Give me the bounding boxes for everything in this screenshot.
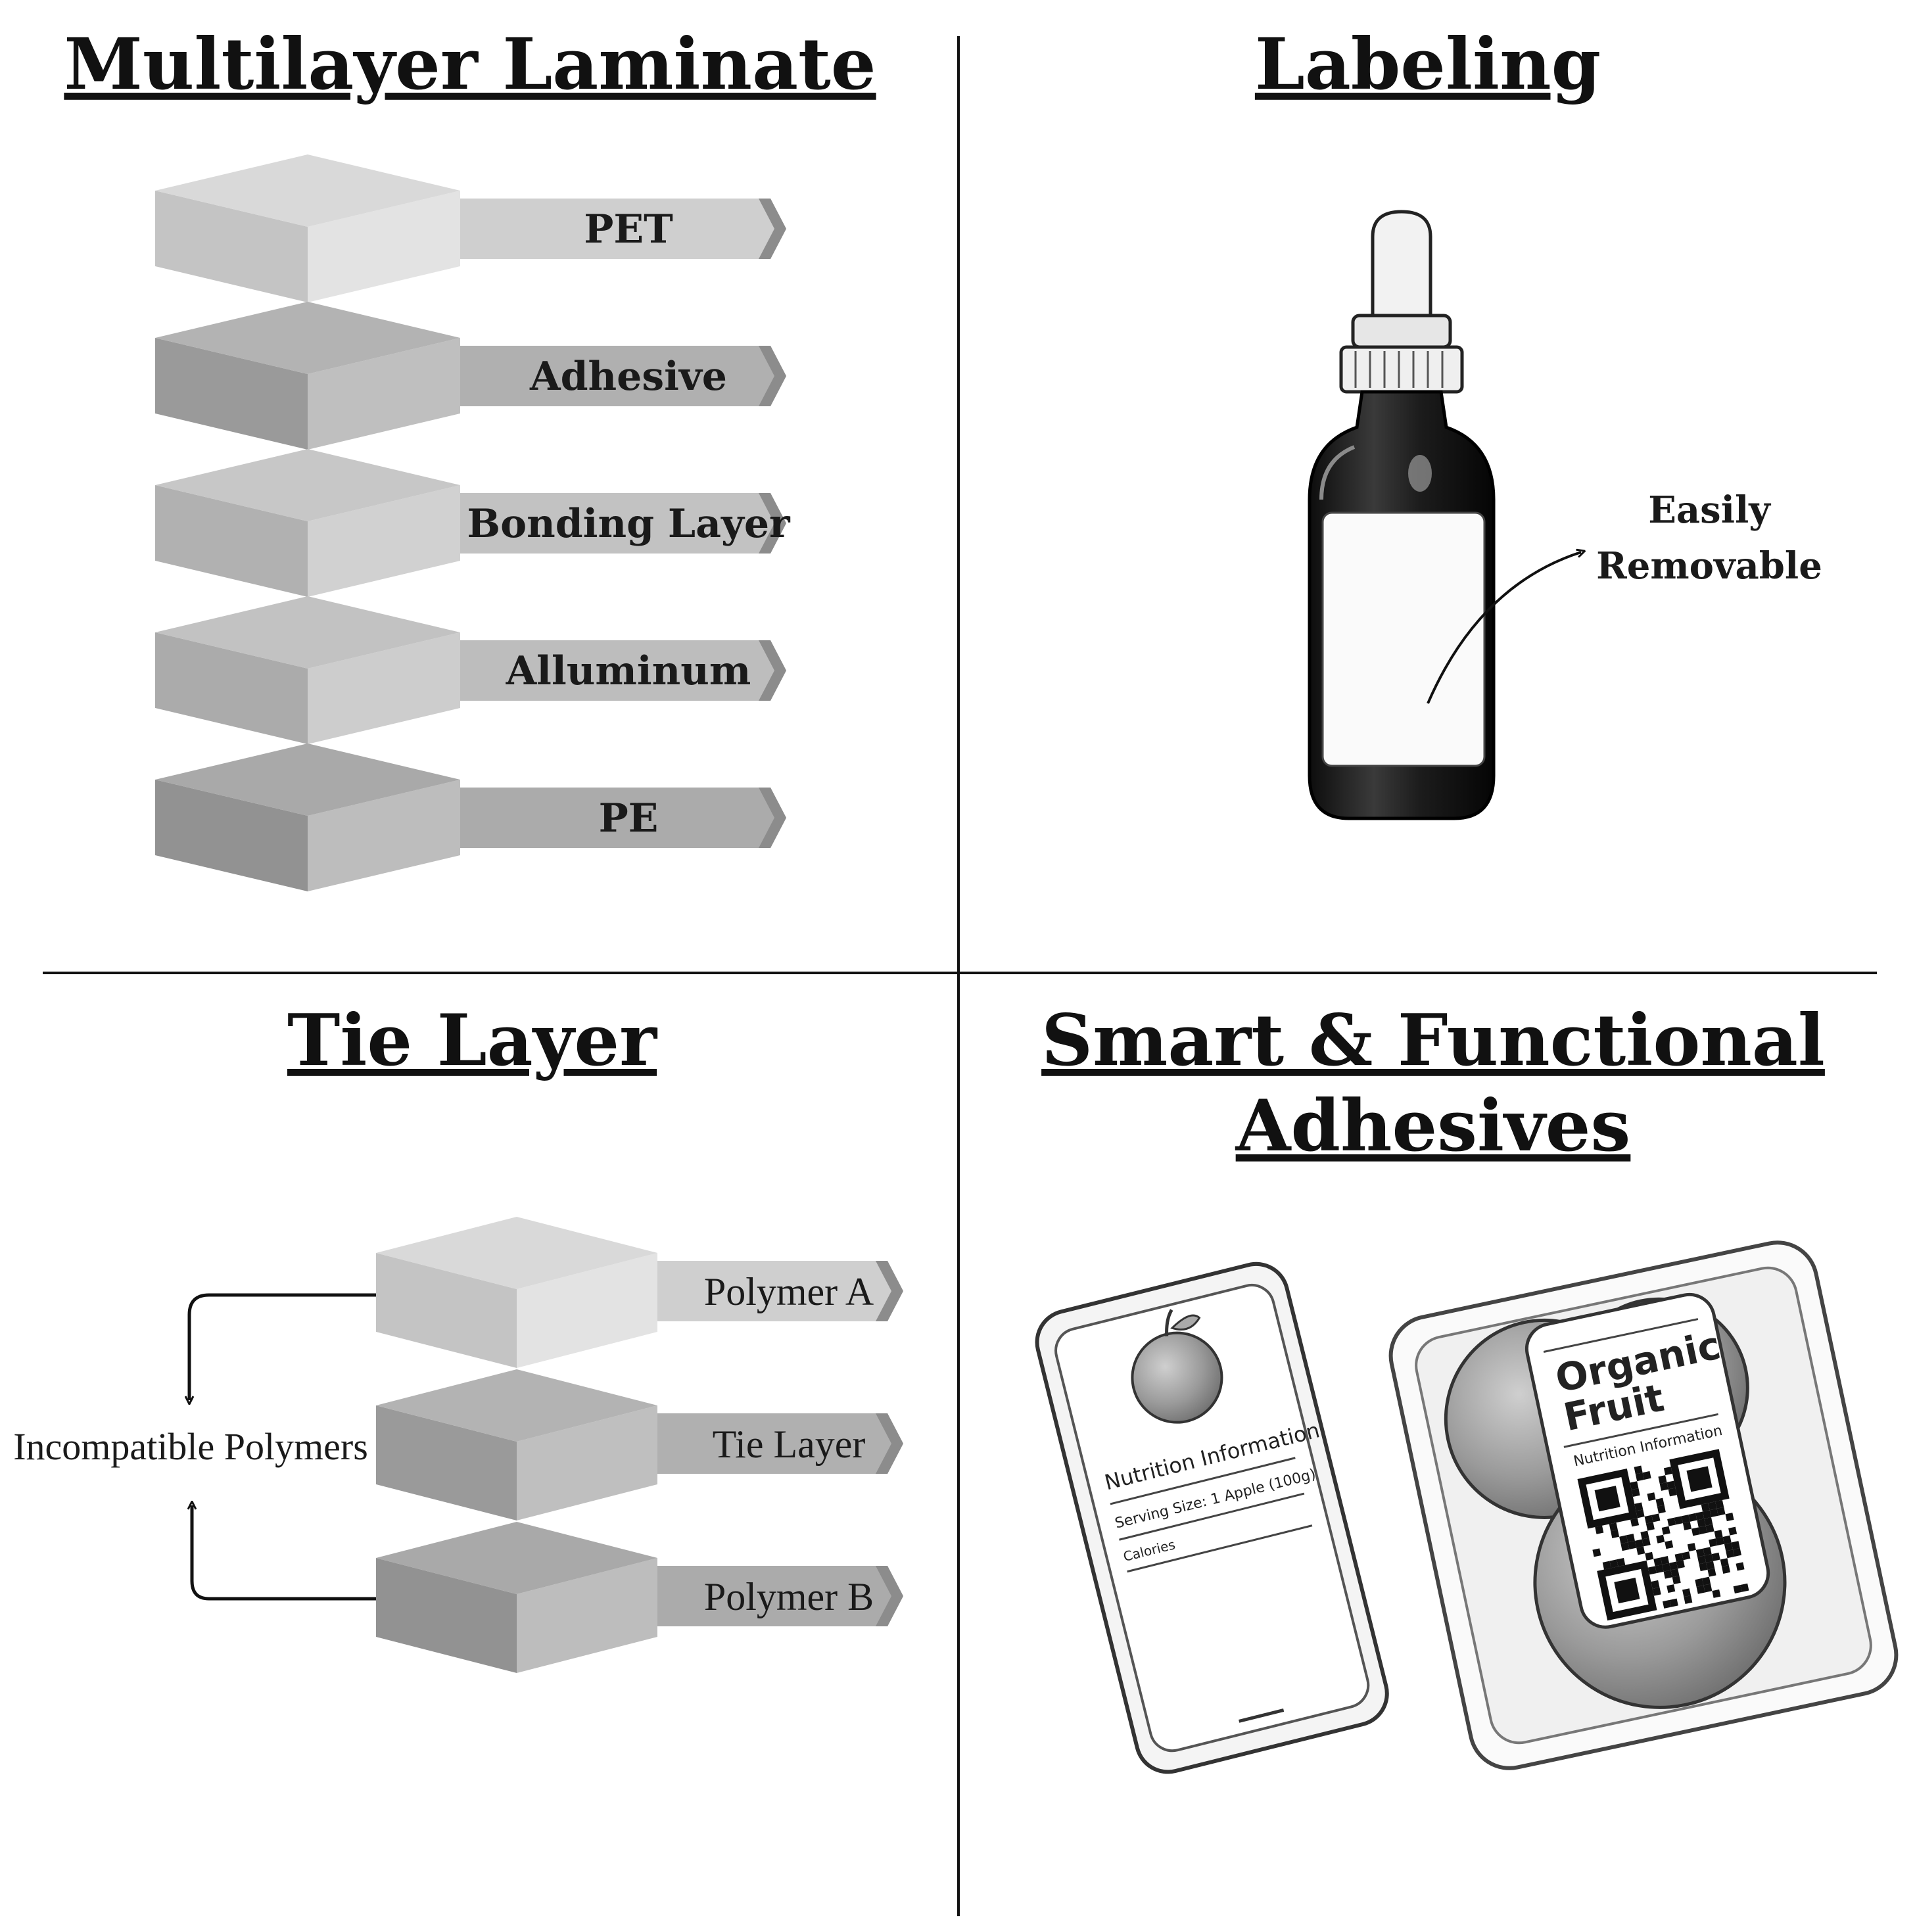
smart-title-line2: Adhesives bbox=[1235, 1085, 1631, 1167]
layer-alluminum: Alluminum bbox=[155, 596, 786, 744]
layer-tag bbox=[460, 199, 786, 259]
layer-tag bbox=[460, 788, 786, 848]
layer-label: Alluminum bbox=[506, 648, 751, 694]
layer-label: PE bbox=[599, 795, 659, 841]
layer-polymer-a: Polymer A bbox=[376, 1217, 903, 1368]
multilayer-title: Multilayer Laminate bbox=[64, 23, 876, 106]
layer-polymer-b: Polymer B bbox=[376, 1522, 903, 1673]
layer-bonding-layer: Bonding Layer bbox=[155, 449, 791, 597]
quadrant-labeling: Labeling Easily Removable bbox=[1255, 23, 1822, 820]
layer-pe: PE bbox=[155, 743, 786, 891]
layer-tag bbox=[657, 1566, 903, 1626]
bottle-label bbox=[1321, 511, 1486, 767]
layer-tag bbox=[460, 640, 786, 701]
removable-arrow bbox=[1427, 552, 1581, 704]
dropper-bottle bbox=[1308, 210, 1581, 820]
layer-label: Polymer B bbox=[704, 1575, 874, 1618]
removable-label: Removable bbox=[1596, 544, 1822, 588]
layer-tag bbox=[460, 346, 786, 406]
easily-label: Easily bbox=[1648, 488, 1771, 532]
tie-layer-title: Tie Layer bbox=[287, 999, 658, 1082]
smartphone: Nutrition Information Serving Size: 1 Ap… bbox=[1035, 1261, 1389, 1774]
fruit-tray: Organic Fruit Nutrition Information bbox=[1388, 1240, 1899, 1770]
quadrant-smart-adhesives: Smart & Functional Adhesives Nutrition I… bbox=[1035, 999, 1899, 1774]
layer-pet: PET bbox=[155, 154, 786, 302]
qr-code-icon bbox=[1572, 1444, 1754, 1626]
layer-label: PET bbox=[584, 206, 673, 252]
layer-label: Bonding Layer bbox=[467, 501, 791, 547]
incompatible-polymers-label: Incompatible Polymers bbox=[13, 1425, 368, 1468]
layer-tag bbox=[657, 1413, 903, 1474]
smart-title-line1: Smart & Functional bbox=[1041, 999, 1825, 1082]
layer-label: Polymer A bbox=[704, 1270, 874, 1313]
apple-icon bbox=[1131, 1309, 1223, 1424]
layer-tie-layer: Tie Layer bbox=[376, 1369, 903, 1520]
layer-label: Adhesive bbox=[529, 354, 727, 400]
layer-label: Tie Layer bbox=[713, 1423, 866, 1466]
bracket-top-arrow bbox=[189, 1293, 376, 1400]
labeling-title: Labeling bbox=[1255, 23, 1601, 106]
layer-adhesive: Adhesive bbox=[155, 302, 786, 450]
layer-tag bbox=[460, 493, 786, 554]
layer-tag bbox=[657, 1261, 903, 1321]
bracket-bottom-arrow bbox=[192, 1505, 376, 1601]
